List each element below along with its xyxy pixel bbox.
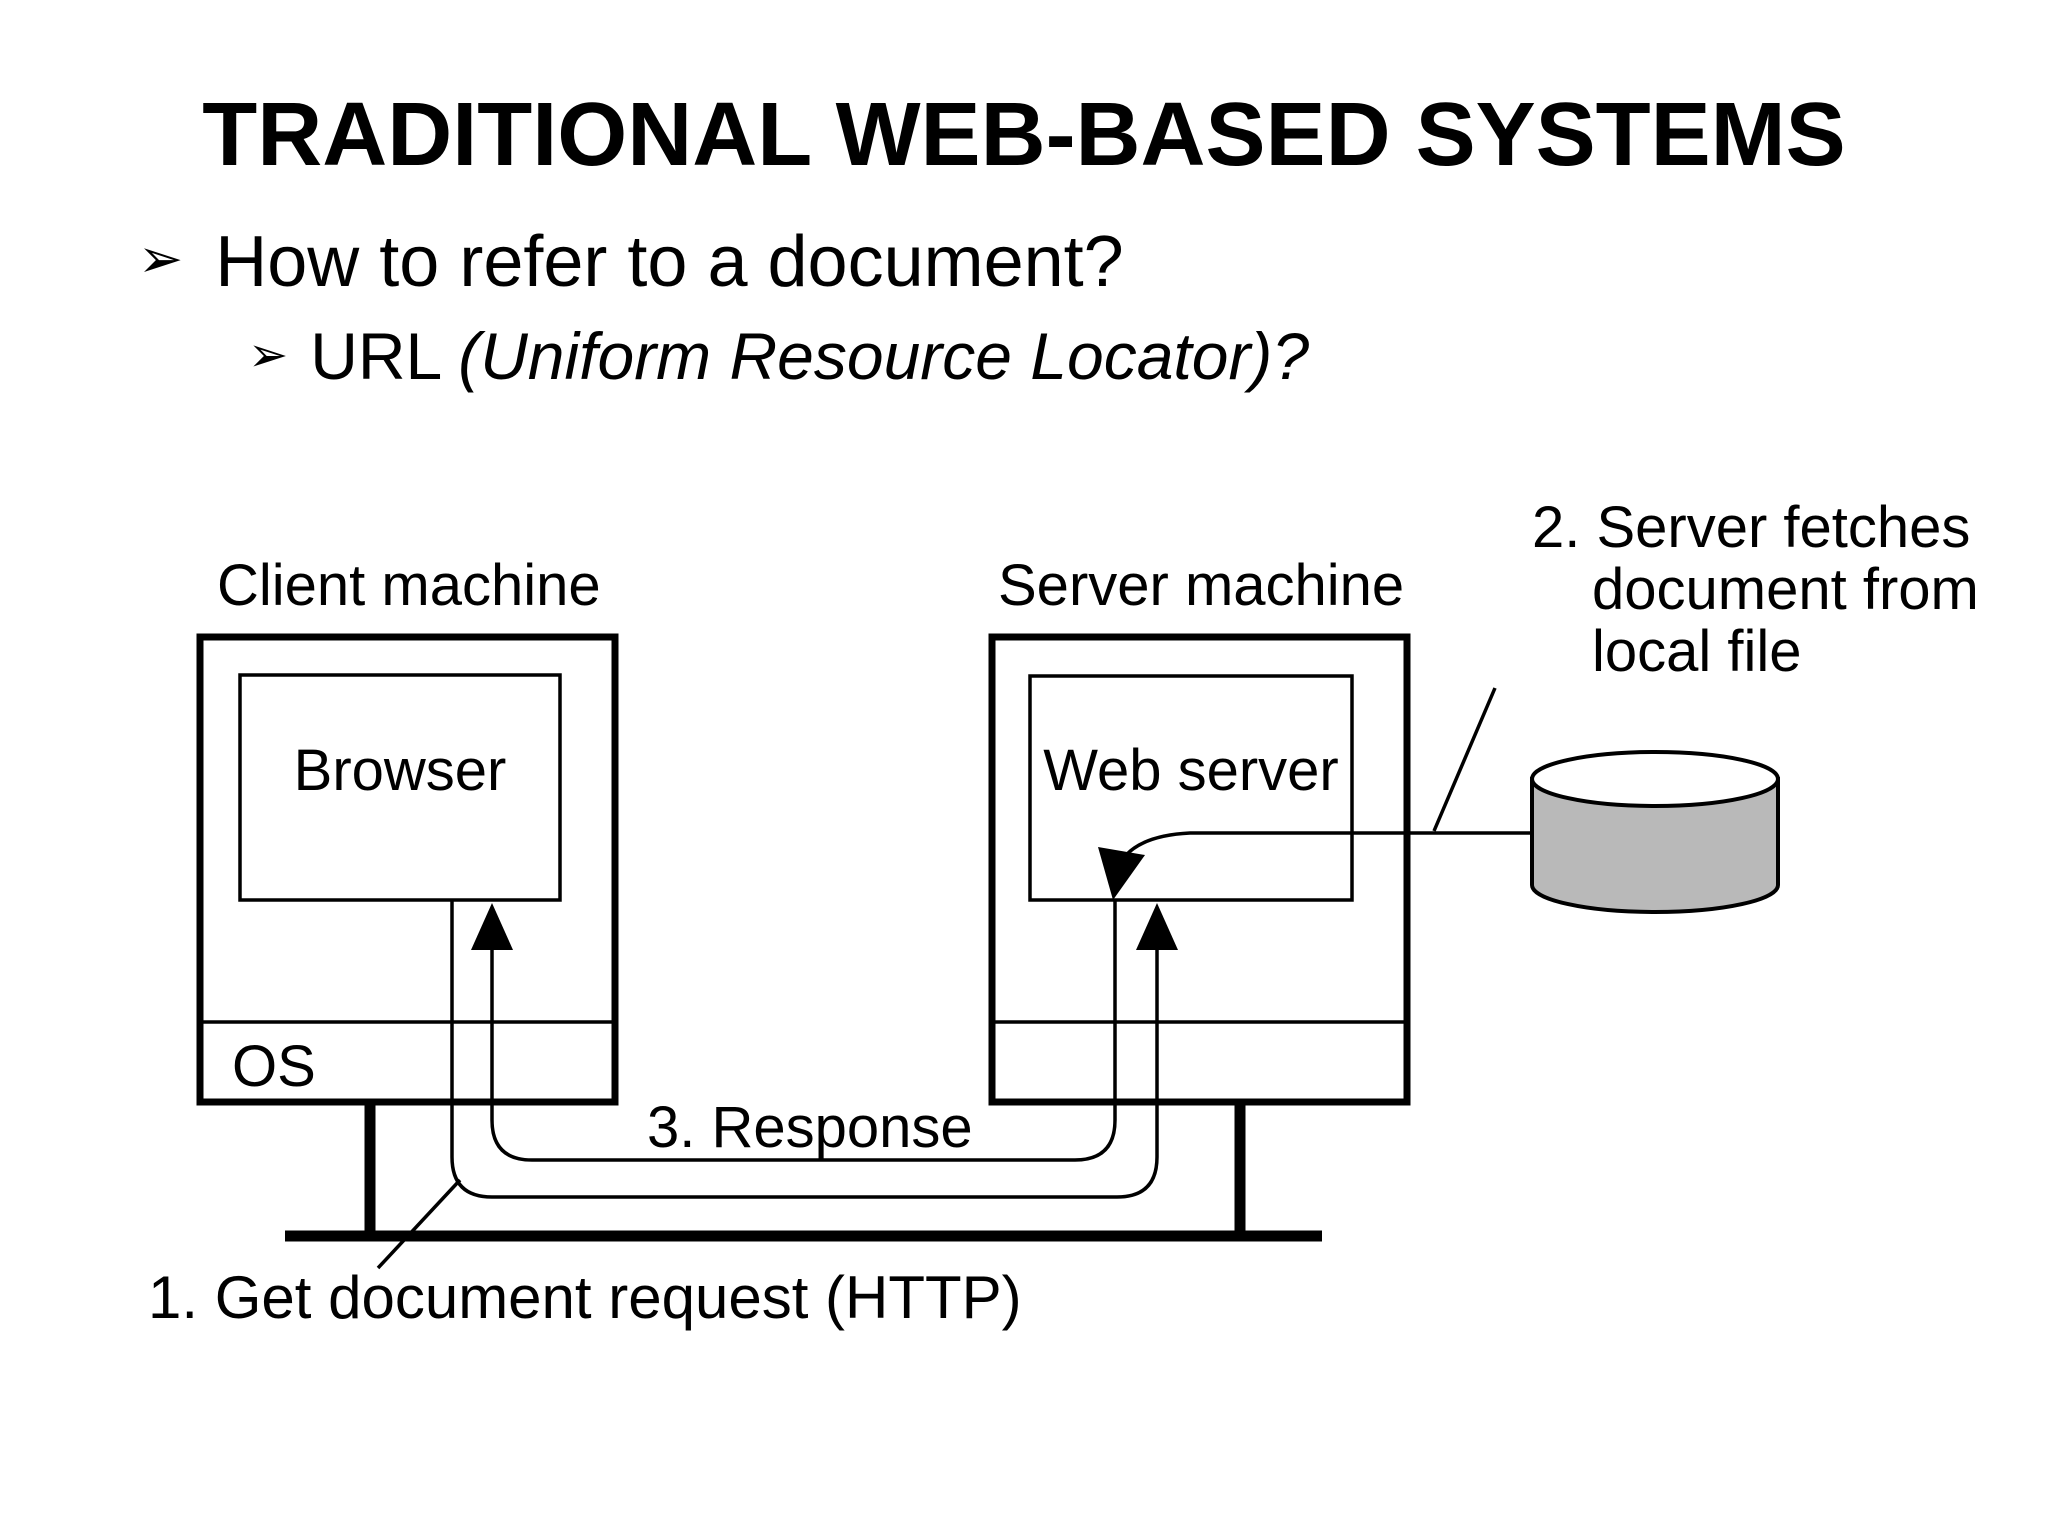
request-arrowhead-icon: [1136, 903, 1178, 950]
bullet-text-plain: URL: [310, 319, 459, 393]
bullet-text-italic: (Uniform Resource Locator)?: [458, 319, 1310, 393]
request-path-line: [450, 900, 1159, 1199]
arrowhead-bullet-icon: ➢: [248, 327, 289, 383]
step2-annotation-line1: 2. Server fetches: [1532, 495, 1970, 560]
bullet-text: URL (Uniform Resource Locator)?: [310, 322, 1309, 390]
web-server-box: [1028, 674, 1354, 902]
step2-callout-line: [1432, 687, 1497, 832]
step3-annotation: 3. Response: [647, 1095, 973, 1160]
client-machine-box: [196, 633, 619, 1106]
arrowhead-bullet-icon: ➢: [138, 227, 184, 290]
server-machine-box: [988, 633, 1411, 1106]
step1-annotation: 1. Get document request (HTTP): [148, 1264, 1022, 1331]
bullet-item-url: ➢ URL (Uniform Resource Locator)?: [248, 322, 1309, 390]
response-path-line: [490, 900, 1117, 1162]
server-machine-label: Server machine: [998, 553, 1404, 618]
client-machine-label: Client machine: [217, 553, 601, 618]
web-server-label: Web server: [1043, 738, 1338, 803]
disk-cylinder-top: [1530, 750, 1780, 808]
step2-annotation-line3: local file: [1592, 619, 1802, 684]
disk-cylinder-body: [1530, 777, 1780, 914]
fetch-path-line: [1114, 831, 1532, 873]
bullet-text: How to refer to a document?: [215, 222, 1124, 302]
step2-annotation-line2: document from: [1592, 557, 1979, 622]
response-arrowhead-icon: [471, 903, 513, 950]
step2-annotation: 2. Server fetches document from local fi…: [1532, 495, 1979, 684]
slide-title: TRADITIONAL WEB-BASED SYSTEMS: [202, 85, 1846, 185]
bullet-item-refer: ➢ How to refer to a document?: [138, 222, 1124, 302]
step1-callout-line: [376, 1178, 462, 1270]
client-os-label: OS: [232, 1034, 316, 1099]
browser-label: Browser: [294, 738, 507, 803]
browser-box: [238, 673, 562, 902]
fetch-arrowhead-icon: [1098, 847, 1145, 900]
